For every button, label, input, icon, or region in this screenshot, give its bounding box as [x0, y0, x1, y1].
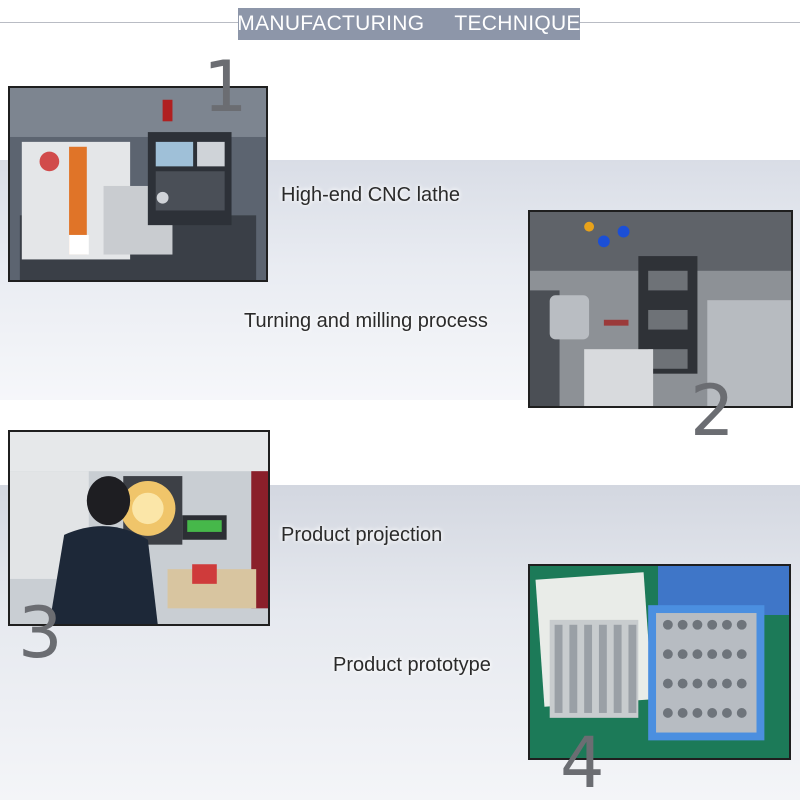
step-number-1: 1 [203, 46, 248, 128]
header-rule-left [0, 22, 238, 23]
step-number-3: 3 [18, 592, 63, 674]
turning-milling-photo [528, 210, 793, 408]
cnc-lathe-photo [8, 86, 268, 282]
step-caption-2: Turning and milling process [244, 310, 488, 332]
header-word-1: MANUFACTURING [237, 12, 425, 35]
section-header: MANUFACTURING TECHNIQUE [237, 8, 581, 40]
step-caption-1: High-end CNC lathe [281, 184, 460, 206]
step-caption-4: Product prototype [333, 654, 491, 676]
header-rule-right [580, 22, 800, 23]
step-number-4: 4 [560, 722, 605, 804]
projection-photo [8, 430, 270, 626]
prototype-photo [528, 564, 791, 760]
step-caption-3: Product projection [281, 524, 443, 546]
step-number-2: 2 [690, 370, 735, 452]
header-word-2: TECHNIQUE [454, 12, 581, 35]
